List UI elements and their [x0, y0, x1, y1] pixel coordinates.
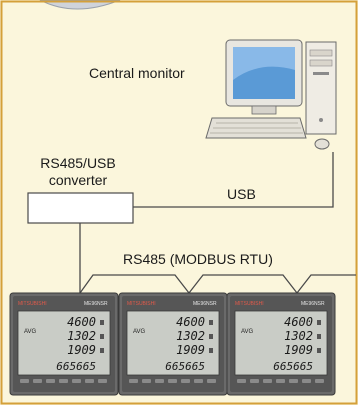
meter-button[interactable]	[250, 379, 259, 383]
meter-button[interactable]	[142, 379, 151, 383]
meter-brand: MITSUBISHI	[127, 301, 156, 307]
meter-lcd-label: AVG	[133, 329, 146, 335]
meter-button[interactable]	[276, 379, 285, 383]
meter-brand: MITSUBISHI	[18, 301, 47, 307]
central-monitor-label: Central monitor	[89, 65, 185, 81]
meter-button[interactable]	[207, 379, 216, 383]
rs485-bus	[79, 274, 356, 295]
meter-button[interactable]	[33, 379, 42, 383]
meter-reading: 4600	[284, 315, 313, 329]
meter-brand: MITSUBISHI	[235, 301, 264, 307]
meter-button[interactable]	[302, 379, 311, 383]
meter-button[interactable]	[46, 379, 55, 383]
meter-button[interactable]	[194, 379, 203, 383]
meter-button[interactable]	[237, 379, 246, 383]
meter-reading: 1909	[176, 343, 205, 357]
usb-label: USB	[227, 186, 256, 202]
meter-button[interactable]	[98, 379, 107, 383]
meter-reading: 4600	[176, 315, 205, 329]
mouse	[314, 138, 330, 150]
meter-lcd	[17, 310, 111, 376]
meter-button[interactable]	[59, 379, 68, 383]
meter-model: ME96NSR	[301, 301, 325, 307]
meter-reading: 1302	[284, 329, 313, 343]
meter-button[interactable]	[155, 379, 164, 383]
meter-reading: 4600	[67, 315, 96, 329]
meter-reading: 1302	[67, 329, 96, 343]
usb-wire	[133, 152, 334, 208]
meter-button[interactable]	[20, 379, 29, 383]
meter-reading: 1302	[176, 329, 205, 343]
meter-button[interactable]	[168, 379, 177, 383]
monitor-stand	[251, 105, 277, 115]
central-monitor-computer	[205, 39, 337, 150]
meter-lcd	[234, 310, 328, 376]
meter-reading: 1909	[284, 343, 313, 357]
meter-button[interactable]	[263, 379, 272, 383]
meter-lcd	[126, 310, 220, 376]
meter-model: ME96NSR	[84, 301, 108, 307]
rs485-label: RS485 (MODBUS RTU)	[123, 251, 273, 267]
meter-button[interactable]	[289, 379, 298, 383]
meter-button[interactable]	[181, 379, 190, 383]
meter-reading: 1909	[67, 343, 96, 357]
meter-button[interactable]	[315, 379, 324, 383]
converter-label-line2: converter	[48, 172, 108, 188]
converter-label-line1: RS485/USB	[40, 155, 116, 171]
meter-button[interactable]	[72, 379, 81, 383]
meter-reading: 665665	[273, 360, 313, 373]
meter-reading: 665665	[165, 360, 205, 373]
meter-reading: 665665	[56, 360, 96, 373]
meter-button[interactable]	[85, 379, 94, 383]
meter-lcd-label: AVG	[241, 329, 254, 335]
meter-button[interactable]	[129, 379, 138, 383]
converter-box	[27, 192, 134, 224]
meter-model: ME96NSR	[193, 301, 217, 307]
meter-lcd-label: AVG	[24, 329, 37, 335]
